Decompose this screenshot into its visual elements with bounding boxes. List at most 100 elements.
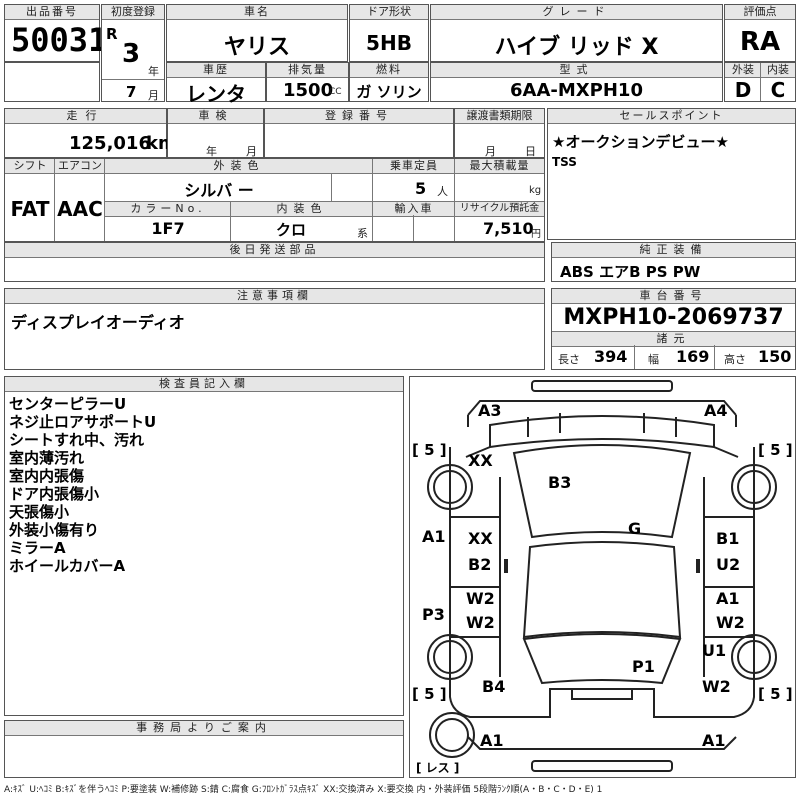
- damage-label: P3: [422, 605, 445, 624]
- damage-label: XX: [468, 529, 493, 548]
- aircon-header: エアコン: [55, 159, 105, 174]
- inspector-note: センターピラーU: [9, 395, 127, 413]
- damage-label: W2: [716, 613, 745, 632]
- equipment-header: 純正装備: [552, 243, 795, 258]
- registration-number-header: 登録番号: [265, 109, 453, 124]
- car-outline-diagram: [427, 380, 777, 772]
- transfer-docs-box: 譲渡書類期限 月 日: [454, 108, 545, 158]
- interior-header: 内装: [761, 63, 795, 78]
- displacement-box: 排気量 1500 CC: [266, 62, 349, 102]
- inspector-note: ミラーA: [9, 539, 66, 557]
- damage-label: W2: [702, 677, 731, 696]
- vehicle-detail-grid: シフト エアコン 外装色 乗車定員 最大積載量 シルバ ー 5 人 kg カラー…: [4, 158, 545, 242]
- grade-box: グレード ハイブ リッド X: [430, 4, 723, 62]
- shift-value: FAT: [10, 197, 50, 221]
- transfer-docs-header: 譲渡書類期限: [455, 109, 544, 124]
- inspector-note: シートすれ中、汚れ: [9, 431, 145, 449]
- inspection-year-unit: 年: [206, 145, 217, 158]
- score-value: RA: [739, 27, 781, 57]
- kei-unit: 系: [357, 227, 368, 240]
- registration-year: 3: [122, 39, 141, 69]
- registration-month: 7: [126, 83, 137, 101]
- lot-number-box: 出品番号 50031: [4, 4, 107, 62]
- registration-number-box: 登録番号: [264, 108, 454, 158]
- inspector-notes-list: センターピラーU ネジ止ロアサポートU シートすれ中、汚れ 室内薄汚れ 室内内張…: [9, 395, 156, 575]
- score-header: 評価点: [725, 5, 795, 20]
- grade-header: グレード: [431, 5, 722, 20]
- inspector-note: 室内内張傷: [9, 467, 85, 485]
- exterior-grade: D: [734, 78, 752, 102]
- car-name-box: 車名 ヤリス: [166, 4, 348, 62]
- length-value: 394: [594, 347, 628, 366]
- transfer-month-unit: 月: [485, 145, 496, 158]
- notes-box: 注意事項欄 ディスプレイオーディオ: [4, 288, 545, 370]
- inspector-note: ドア内張傷小: [9, 485, 100, 503]
- damage-label: P1: [632, 657, 655, 676]
- capacity-value: 5: [415, 179, 427, 198]
- transfer-day-unit: 日: [525, 145, 536, 158]
- tire-front-right: [731, 464, 777, 510]
- person-unit: 人: [437, 185, 448, 198]
- history-value: レンタ: [186, 82, 246, 106]
- damage-label: A4: [704, 401, 728, 420]
- notes-text: ディスプレイオーディオ: [11, 313, 185, 332]
- width-value: 169: [676, 347, 710, 366]
- yen-unit: 円: [531, 229, 541, 240]
- year-unit: 年: [148, 65, 159, 78]
- chassis-box: 車台番号 MXPH10-2069737 諸元 長さ 394 幅 169 高さ 1…: [551, 288, 796, 370]
- model-code-header: 型式: [431, 63, 722, 78]
- int-color-value: クロ: [275, 221, 306, 239]
- inspection-box: 車検 年 月: [167, 108, 264, 158]
- month-unit: 月: [148, 89, 159, 102]
- sales-point-header: セールスポイント: [548, 109, 795, 124]
- shift-header: シフト: [5, 159, 55, 174]
- office-header: 事務局よりご案内: [5, 721, 403, 736]
- lot-number: 50031: [11, 21, 108, 59]
- door-header: ドア形状: [350, 5, 428, 20]
- tire-tread-rear-left: [ 5 ]: [412, 685, 447, 703]
- notes-header: 注意事項欄: [5, 289, 544, 304]
- sales-point-2: TSS: [552, 155, 577, 169]
- car-name-header: 車名: [167, 5, 347, 20]
- spare-tire-status: [ レス ]: [416, 761, 460, 775]
- interior-grade: C: [770, 78, 786, 102]
- later-parts-header: 後日発送部品: [5, 243, 544, 258]
- inspector-box: 検査員記入欄 センターピラーU ネジ止ロアサポートU シートすれ中、汚れ 室内薄…: [4, 376, 404, 716]
- model-code: 6AA-MXPH10: [510, 80, 643, 101]
- height-value: 150: [758, 347, 792, 366]
- later-parts-box: 後日発送部品: [4, 242, 545, 282]
- tire-tread-rear-right: [ 5 ]: [758, 685, 793, 703]
- era-label: R: [106, 25, 118, 43]
- tire-front-left: [427, 464, 473, 510]
- damage-label: A1: [716, 589, 740, 608]
- inspector-note: ネジ止ロアサポートU: [9, 413, 157, 431]
- lot-number-header: 出品番号: [5, 5, 99, 20]
- color-no-value: 1F7: [151, 219, 185, 238]
- door-box: ドア形状 5HB: [349, 4, 429, 62]
- damage-label: W2: [466, 589, 495, 608]
- damage-label: A3: [478, 401, 502, 420]
- exterior-header: 外装: [725, 63, 761, 78]
- spare-tire: [429, 712, 475, 758]
- int-color-header: 内装色: [231, 201, 373, 217]
- damage-label: A1: [702, 731, 726, 750]
- tire-tread-front-left: [ 5 ]: [412, 441, 447, 459]
- height-label: 高さ: [724, 353, 746, 366]
- inspection-header: 車検: [168, 109, 263, 124]
- damage-label: A1: [422, 527, 446, 546]
- mileage-box: 走行 125,016 km: [4, 108, 177, 158]
- grade-value: ハイブ リッド X: [494, 35, 659, 60]
- chassis-number: MXPH10-2069737: [563, 305, 784, 330]
- recycle-header: リサイクル預託金: [455, 201, 544, 217]
- recycle-fee: 7,510: [483, 219, 534, 238]
- inspector-note: ホイールカバーA: [9, 557, 126, 575]
- lot-number-blank: [4, 62, 100, 102]
- inspector-note: 外装小傷有り: [9, 521, 100, 539]
- sales-point-1: ★オークションデビュー★: [552, 133, 729, 151]
- cc-unit: CC: [329, 87, 342, 97]
- score-box: 評価点 RA: [724, 4, 796, 62]
- inspection-month-unit: 月: [246, 145, 257, 158]
- history-box: 車歴 レンタ: [166, 62, 266, 106]
- length-label: 長さ: [558, 353, 580, 366]
- tire-rear-left: [427, 634, 473, 680]
